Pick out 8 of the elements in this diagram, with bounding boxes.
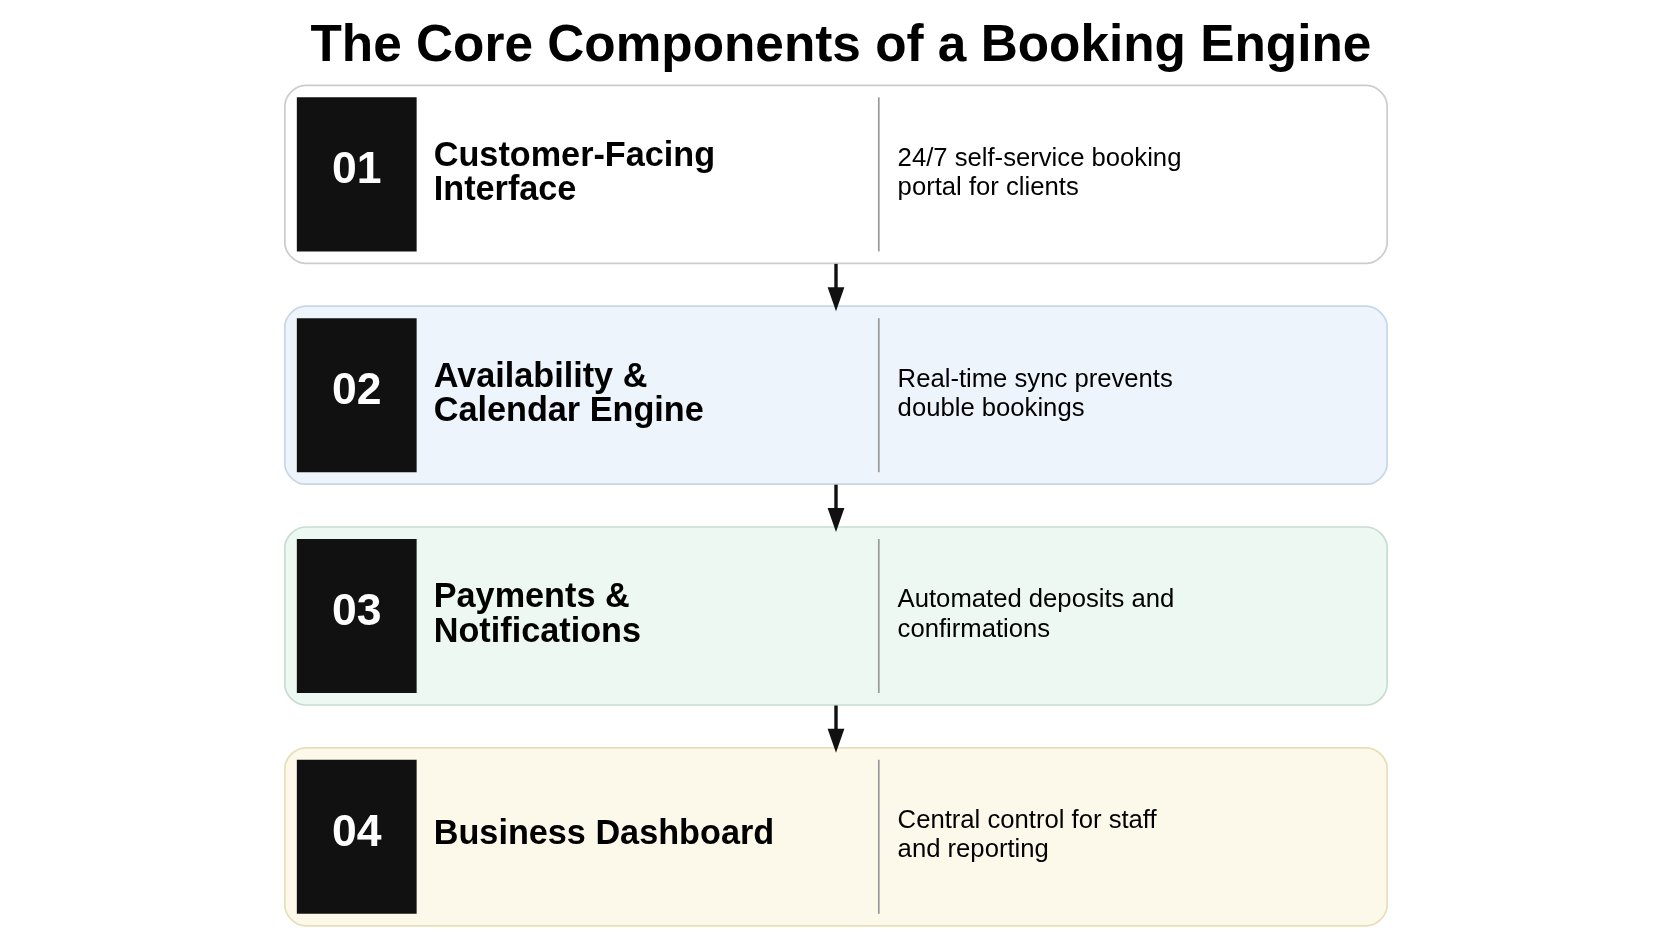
arrow — [827, 263, 845, 312]
node-box: 03 Payments & Notifications Automated deposits and confirmations — [284, 526, 1388, 706]
node-box: 01 Customer-Facing Interface 24/7 self-service booking portal for clients — [284, 84, 1388, 265]
diagram-title: The Core Components of a Booking Engine — [310, 15, 1372, 73]
arrow — [827, 484, 845, 533]
arrow — [827, 705, 845, 753]
node-box: 04 Business Dashboard Central control for staff and reporting — [284, 746, 1388, 927]
node-box: 02 Availability & Calendar Engine Real-time sync prevents double bookings — [284, 305, 1388, 486]
